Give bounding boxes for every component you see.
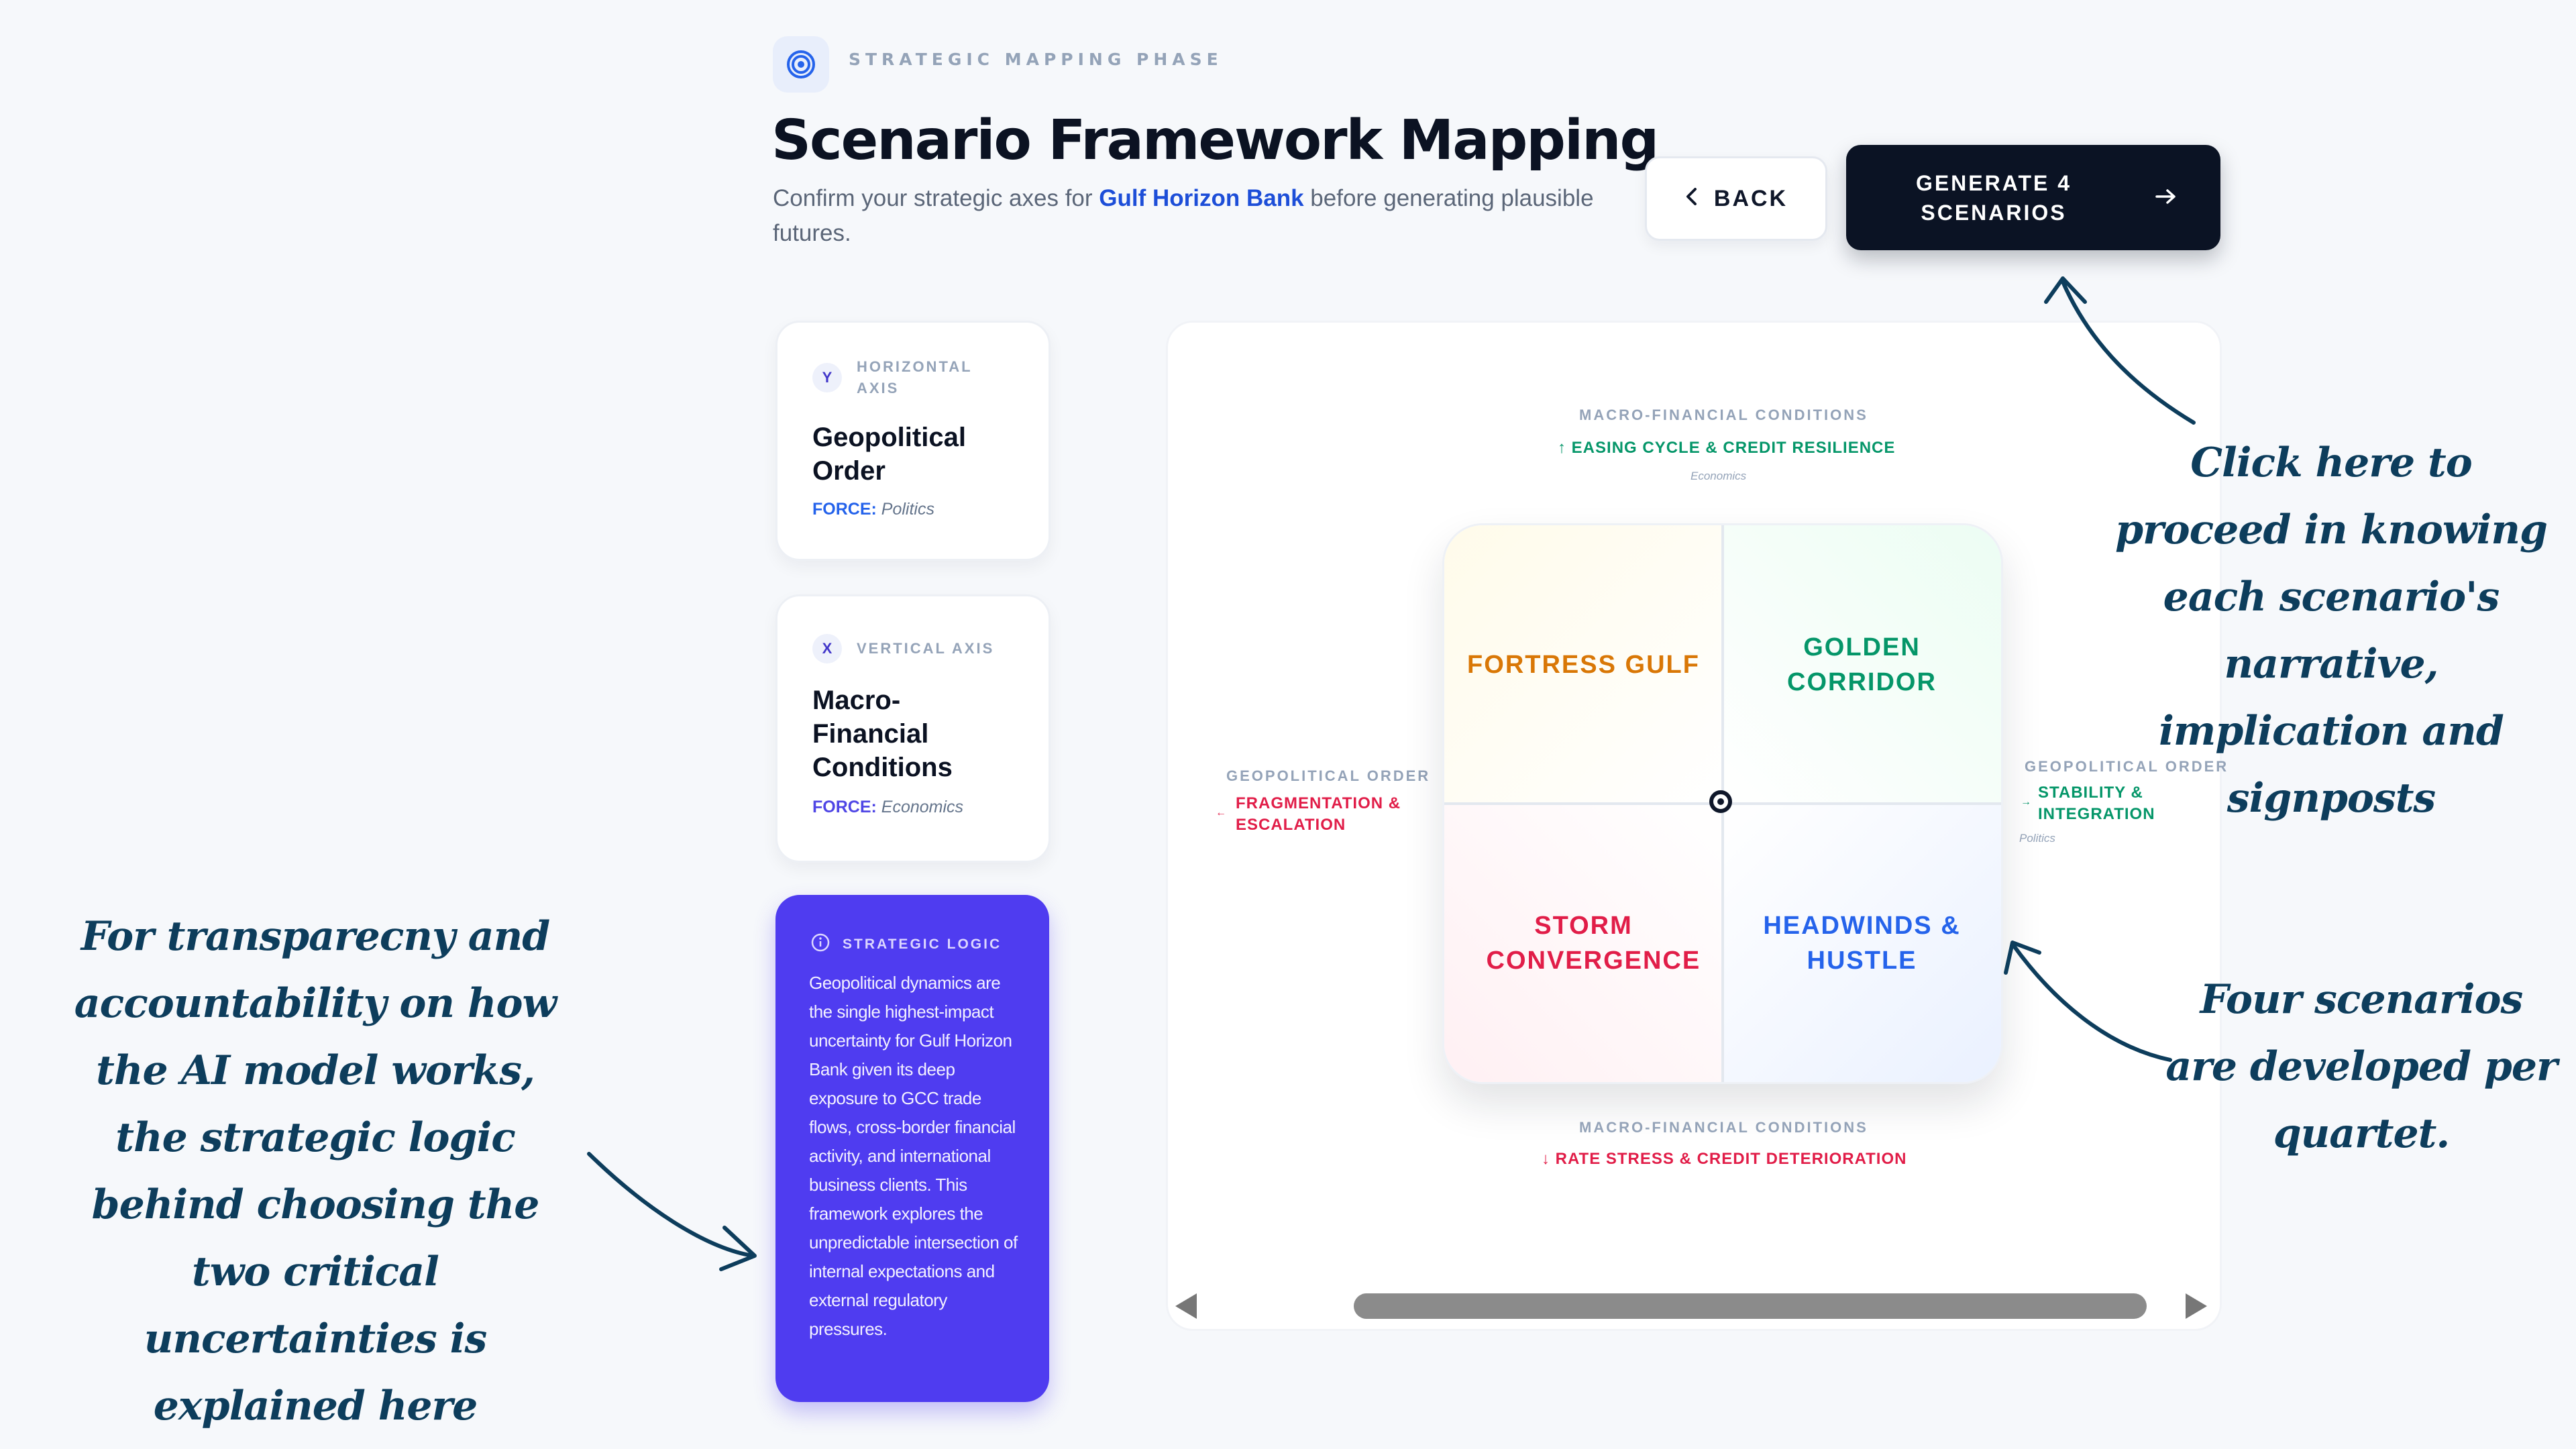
matrix-center-dot (1709, 790, 1732, 813)
left-axis-caption: GEOPOLITICAL ORDER (1226, 767, 1431, 784)
quadrant-label: GOLDEN CORRIDOR (1787, 633, 1937, 696)
arrow-to-matrix (2012, 944, 2172, 1062)
quadrant-headwinds-hustle[interactable]: HEADWINDS & HUSTLE (1723, 804, 2001, 1082)
chevron-left-icon (1684, 186, 1699, 212)
vertical-axis-label: VERTICAL AXIS (857, 640, 995, 657)
left-axis-value: ← FRAGMENTATION & ESCALATION (1216, 793, 1417, 836)
top-axis-value-text: EASING CYCLE & CREDIT RESILIENCE (1571, 439, 1896, 457)
arrow-right-icon (2155, 182, 2178, 213)
quadrant-golden-corridor[interactable]: GOLDEN CORRIDOR (1723, 525, 2001, 804)
annotation-logic: For transparecny and accountability on h… (74, 913, 557, 1430)
target-icon (773, 36, 829, 93)
arrow-to-generate (2061, 280, 2196, 425)
right-axis-caption: GEOPOLITICAL ORDER (2025, 758, 2229, 775)
strategic-logic-label: STRATEGIC LOGIC (843, 936, 1002, 952)
arrow-to-logic-head (719, 1226, 757, 1271)
axis-y-badge: Y (812, 363, 842, 392)
quadrant-label: STORM CONVERGENCE (1486, 911, 1701, 975)
force-value: Politics (881, 500, 934, 519)
generate-label: GENERATE 4 SCENARIOS (1915, 170, 2072, 225)
quadrant-fortress-gulf[interactable]: FORTRESS GULF (1444, 525, 1723, 804)
annotation-generate: Click here to proceed in knowing each sc… (2115, 439, 2548, 822)
top-axis-caption: MACRO-FINANCIAL CONDITIONS (1579, 407, 1868, 423)
strategic-logic-card: STRATEGIC LOGIC Geopolitical dynamics ar… (775, 895, 1049, 1402)
subtitle-text: Confirm your strategic axes for (773, 185, 1099, 211)
subtitle-text-end: before generating plausible futures. (773, 185, 1594, 246)
left-axis-value-text: FRAGMENTATION & ESCALATION (1236, 794, 1401, 834)
arrow-down-icon: ↓ (1542, 1150, 1556, 1168)
right-axis-value-text: STABILITY & INTEGRATION (2038, 784, 2155, 823)
scroll-right-arrow[interactable] (2186, 1293, 2207, 1319)
top-axis-value: ↑ EASING CYCLE & CREDIT RESILIENCE (1558, 437, 1895, 459)
horizontal-axis-force: FORCE: Politics (812, 500, 934, 519)
horizontal-axis-label: HORIZONTAL AXIS (857, 358, 973, 396)
scroll-left-arrow[interactable] (1175, 1293, 1197, 1319)
force-value: Economics (881, 798, 964, 816)
arrow-left-icon: ← (1216, 807, 1227, 818)
right-axis-value: → STABILITY & INTEGRATION (2021, 782, 2182, 825)
generate-scenarios-button[interactable]: GENERATE 4 SCENARIOS (1846, 145, 2220, 250)
info-icon (810, 932, 830, 956)
axis-x-badge: X (812, 634, 842, 663)
bottom-axis-value: ↓ RATE STRESS & CREDIT DETERIORATION (1542, 1148, 1907, 1170)
annotation-quadrants: Four scenarios are developed per quartet… (2165, 976, 2557, 1157)
horizontal-scrollbar-thumb[interactable] (1354, 1293, 2147, 1319)
arrow-to-logic (587, 1152, 755, 1258)
vertical-axis-force: FORCE: Economics (812, 798, 963, 817)
quadrant-label: HEADWINDS & HUSTLE (1763, 911, 1961, 975)
quadrant-storm-convergence[interactable]: STORM CONVERGENCE (1444, 804, 1723, 1082)
arrow-up-icon: ↑ (1558, 439, 1572, 457)
strategic-logic-text: Geopolitical dynamics are the single hig… (809, 973, 1018, 1339)
bank-name: Gulf Horizon Bank (1099, 185, 1304, 211)
top-axis-sub: Economics (1690, 470, 1747, 482)
force-label: FORCE: (812, 500, 877, 519)
horizontal-axis-name: Geopolitical Order (812, 423, 966, 486)
force-label: FORCE: (812, 798, 877, 816)
bottom-axis-caption: MACRO-FINANCIAL CONDITIONS (1579, 1119, 1868, 1136)
horizontal-axis-card[interactable]: Y HORIZONTAL AXIS Geopolitical Order FOR… (775, 321, 1051, 561)
phase-label: STRATEGIC MAPPING PHASE (849, 50, 1223, 69)
arrow-to-generate-head (2044, 276, 2087, 304)
arrow-to-matrix-head (2004, 941, 2041, 975)
vertical-axis-name: Macro-Financial Conditions (812, 686, 953, 782)
quadrant-label: FORTRESS GULF (1467, 650, 1700, 679)
back-button[interactable]: BACK (1645, 156, 1827, 241)
bottom-axis-value-text: RATE STRESS & CREDIT DETERIORATION (1555, 1150, 1907, 1168)
right-axis-sub: Politics (2019, 832, 2055, 845)
page-subtitle: Confirm your strategic axes for Gulf Hor… (773, 181, 1631, 251)
vertical-axis-card[interactable]: X VERTICAL AXIS Macro-Financial Conditio… (775, 594, 1051, 863)
arrow-right-small-icon: → (2021, 796, 2032, 808)
back-label: BACK (1713, 185, 1788, 211)
page-title: Scenario Framework Mapping (771, 109, 1659, 172)
